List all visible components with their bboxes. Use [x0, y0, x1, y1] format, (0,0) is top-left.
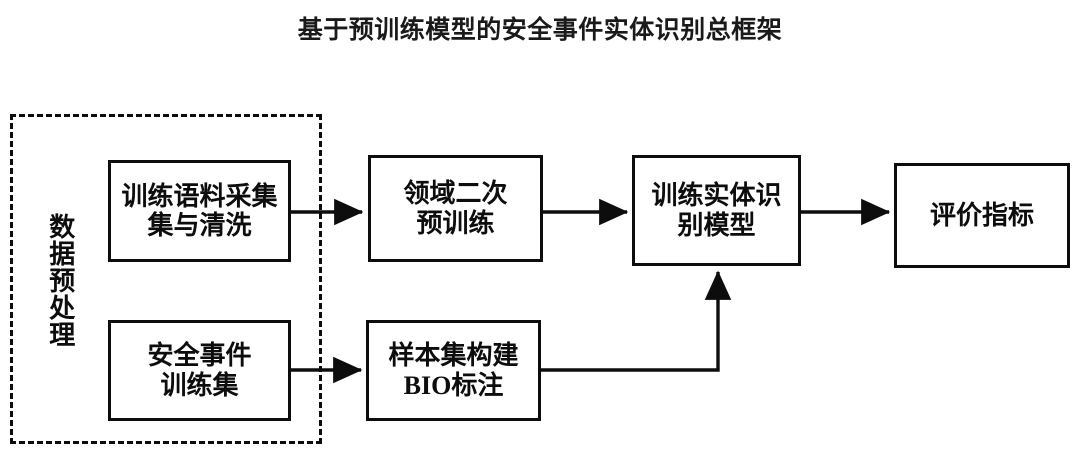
node-evaluation-metrics[interactable]: 评价指标 — [894, 163, 1070, 268]
node-train-ner-model-line1: 训练实体识 — [651, 181, 782, 211]
node-security-event-trainset-line1: 安全事件 — [147, 341, 252, 371]
node-train-ner-model-line2: 别模型 — [677, 210, 756, 240]
node-corpus-collection[interactable]: 训练语料采集 集与清洗 — [108, 160, 291, 262]
node-security-event-trainset-line2: 训练集 — [160, 370, 239, 400]
node-domain-pretrain[interactable]: 领域二次 预训练 — [368, 155, 543, 262]
node-sample-bio-annotation-line1: 样本集构建 — [388, 341, 519, 371]
node-corpus-collection-line1: 训练语料采集 — [121, 181, 278, 211]
edge-bio-annotation-to-train-ner — [540, 270, 732, 372]
node-sample-bio-annotation[interactable]: 样本集构建 BIO标注 — [366, 320, 541, 421]
group-label-data-preprocessing: 数据预处理 — [45, 212, 75, 348]
node-domain-pretrain-line1: 领域二次 — [403, 179, 508, 209]
page-title: 基于预训练模型的安全事件实体识别总框架 — [297, 17, 783, 44]
node-corpus-collection-line2: 集与清洗 — [147, 211, 252, 240]
node-evaluation-metrics-line1: 评价指标 — [929, 200, 1034, 230]
node-train-ner-model[interactable]: 训练实体识 别模型 — [632, 155, 801, 266]
group-data-preprocessing — [10, 114, 322, 444]
node-sample-bio-annotation-line2: BIO标注 — [403, 370, 504, 400]
node-domain-pretrain-line2: 预训练 — [416, 208, 495, 238]
node-security-event-trainset[interactable]: 安全事件 训练集 — [108, 320, 291, 421]
